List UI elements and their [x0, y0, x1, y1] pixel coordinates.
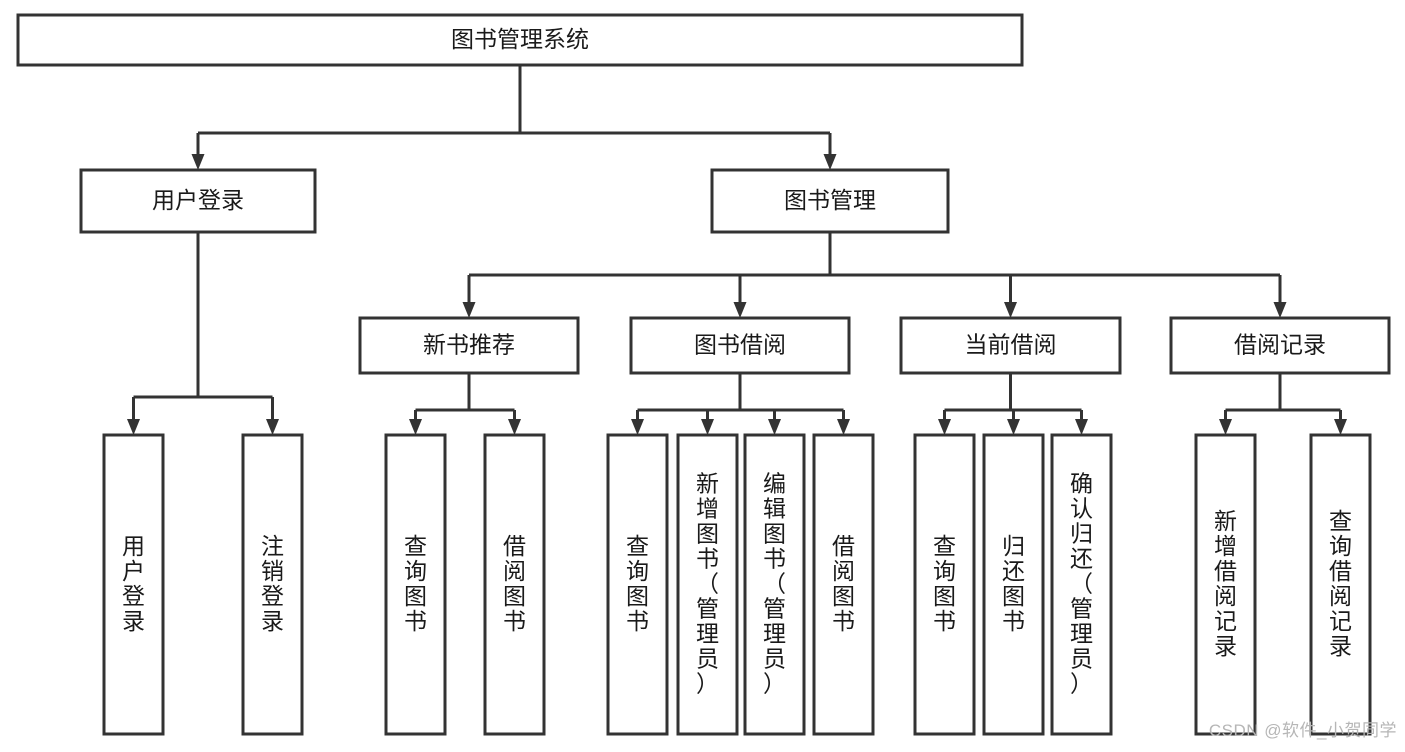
node-box-book-management [710, 168, 950, 234]
node-label-book-management: 图书管理 [784, 187, 876, 213]
book-borrow-leaves-arrow-2 [701, 419, 714, 435]
node-borrow-record[interactable]: 借阅记录 [1169, 316, 1391, 375]
node-book-management[interactable]: 图书管理 [710, 168, 950, 234]
current-borrow-leaves-arrow-3 [1075, 419, 1088, 435]
node-label-current-borrow: 当前借阅 [965, 332, 1057, 358]
node-leaf-query-book-1[interactable]: 查询图书 [384, 433, 447, 736]
node-label-leaf-borrow-book-2: 借阅图书 [832, 533, 855, 634]
node-label-leaf-user-login: 用户登录 [122, 533, 145, 634]
node-label-leaf-add-record: 新增借阅记录 [1214, 508, 1237, 659]
book-management-arrow-1 [462, 302, 476, 318]
node-box-leaf-query-book-3 [913, 433, 976, 736]
book-management-arrow-4 [1273, 302, 1287, 318]
node-label-borrow-record: 借阅记录 [1234, 332, 1326, 358]
borrow-record-leaves-arrow-2 [1334, 419, 1347, 435]
node-label-leaf-add-book: 新增图书（管理员） [696, 471, 719, 697]
node-leaf-query-record[interactable]: 查询借阅记录 [1309, 433, 1372, 736]
root-arrow-1 [191, 154, 205, 170]
node-box-leaf-logout [241, 433, 304, 736]
user-login-leaves-arrow-2 [266, 419, 279, 435]
node-leaf-add-book[interactable]: 新增图书（管理员） [676, 433, 739, 736]
user-login-leaves-arrow-1 [127, 419, 140, 435]
node-box-current-borrow [899, 316, 1122, 375]
node-leaf-logout[interactable]: 注销登录 [241, 433, 304, 736]
node-box-leaf-edit-book [743, 433, 806, 736]
node-label-leaf-confirm-return: 确认归还（管理员） [1070, 471, 1093, 697]
node-leaf-confirm-return[interactable]: 确认归还（管理员） [1050, 433, 1113, 736]
node-leaf-borrow-book-2[interactable]: 借阅图书 [812, 433, 875, 736]
book-borrow-leaves-arrow-4 [837, 419, 850, 435]
node-label-leaf-logout: 注销登录 [261, 533, 284, 634]
node-leaf-return-book[interactable]: 归还图书 [982, 433, 1045, 736]
node-book-borrow[interactable]: 图书借阅 [629, 316, 851, 375]
new-book-recommend-leaves-arrow-1 [409, 419, 422, 435]
node-new-book-recommend[interactable]: 新书推荐 [358, 316, 580, 375]
node-box-user-login [79, 168, 317, 234]
node-box-book-borrow [629, 316, 851, 375]
book-borrow-leaves-arrow-3 [768, 419, 781, 435]
node-box-leaf-query-record [1309, 433, 1372, 736]
node-label-leaf-query-book-2: 查询图书 [626, 533, 649, 634]
node-label-leaf-return-book: 归还图书 [1002, 533, 1025, 634]
node-box-root [16, 13, 1024, 67]
node-leaf-edit-book[interactable]: 编辑图书（管理员） [743, 433, 806, 736]
connector-layer [127, 65, 1347, 435]
borrow-record-leaves-arrow-1 [1219, 419, 1232, 435]
node-label-user-login: 用户登录 [152, 187, 244, 213]
node-label-book-borrow: 图书借阅 [694, 332, 786, 358]
node-user-login[interactable]: 用户登录 [79, 168, 317, 234]
csdn-watermark: CSDN @软件_小贺同学 [1208, 721, 1397, 740]
node-label-leaf-query-book-1: 查询图书 [404, 533, 427, 634]
node-box-leaf-return-book [982, 433, 1045, 736]
book-management-arrow-3 [1004, 302, 1017, 318]
node-label-leaf-borrow-book-1: 借阅图书 [503, 533, 526, 634]
node-box-leaf-user-login [102, 433, 165, 736]
node-box-leaf-add-record [1194, 433, 1257, 736]
node-leaf-add-record[interactable]: 新增借阅记录 [1194, 433, 1257, 736]
node-layer: 图书管理系统用户登录图书管理新书推荐图书借阅当前借阅借阅记录用户登录注销登录查询… [16, 13, 1391, 736]
node-leaf-user-login[interactable]: 用户登录 [102, 433, 165, 736]
node-leaf-query-book-2[interactable]: 查询图书 [606, 433, 669, 736]
node-leaf-query-book-3[interactable]: 查询图书 [913, 433, 976, 736]
node-label-new-book-recommend: 新书推荐 [423, 332, 515, 358]
node-box-leaf-confirm-return [1050, 433, 1113, 736]
node-box-leaf-borrow-book-1 [483, 433, 546, 736]
node-box-new-book-recommend [358, 316, 580, 375]
node-box-borrow-record [1169, 316, 1391, 375]
current-borrow-leaves-arrow-1 [938, 419, 951, 435]
node-leaf-borrow-book-1[interactable]: 借阅图书 [483, 433, 546, 736]
node-current-borrow[interactable]: 当前借阅 [899, 316, 1122, 375]
current-borrow-leaves-arrow-2 [1007, 419, 1020, 435]
node-label-leaf-query-book-3: 查询图书 [933, 533, 956, 634]
book-management-arrow-2 [733, 302, 747, 318]
book-borrow-leaves-arrow-1 [631, 419, 644, 435]
node-box-leaf-borrow-book-2 [812, 433, 875, 736]
root-arrow-2 [823, 154, 837, 170]
node-box-leaf-add-book [676, 433, 739, 736]
node-label-root: 图书管理系统 [451, 26, 589, 52]
node-root[interactable]: 图书管理系统 [16, 13, 1024, 67]
node-box-leaf-query-book-2 [606, 433, 669, 736]
node-box-leaf-query-book-1 [384, 433, 447, 736]
node-label-leaf-query-record: 查询借阅记录 [1329, 508, 1352, 659]
node-label-leaf-edit-book: 编辑图书（管理员） [763, 471, 786, 697]
new-book-recommend-leaves-arrow-2 [508, 419, 521, 435]
